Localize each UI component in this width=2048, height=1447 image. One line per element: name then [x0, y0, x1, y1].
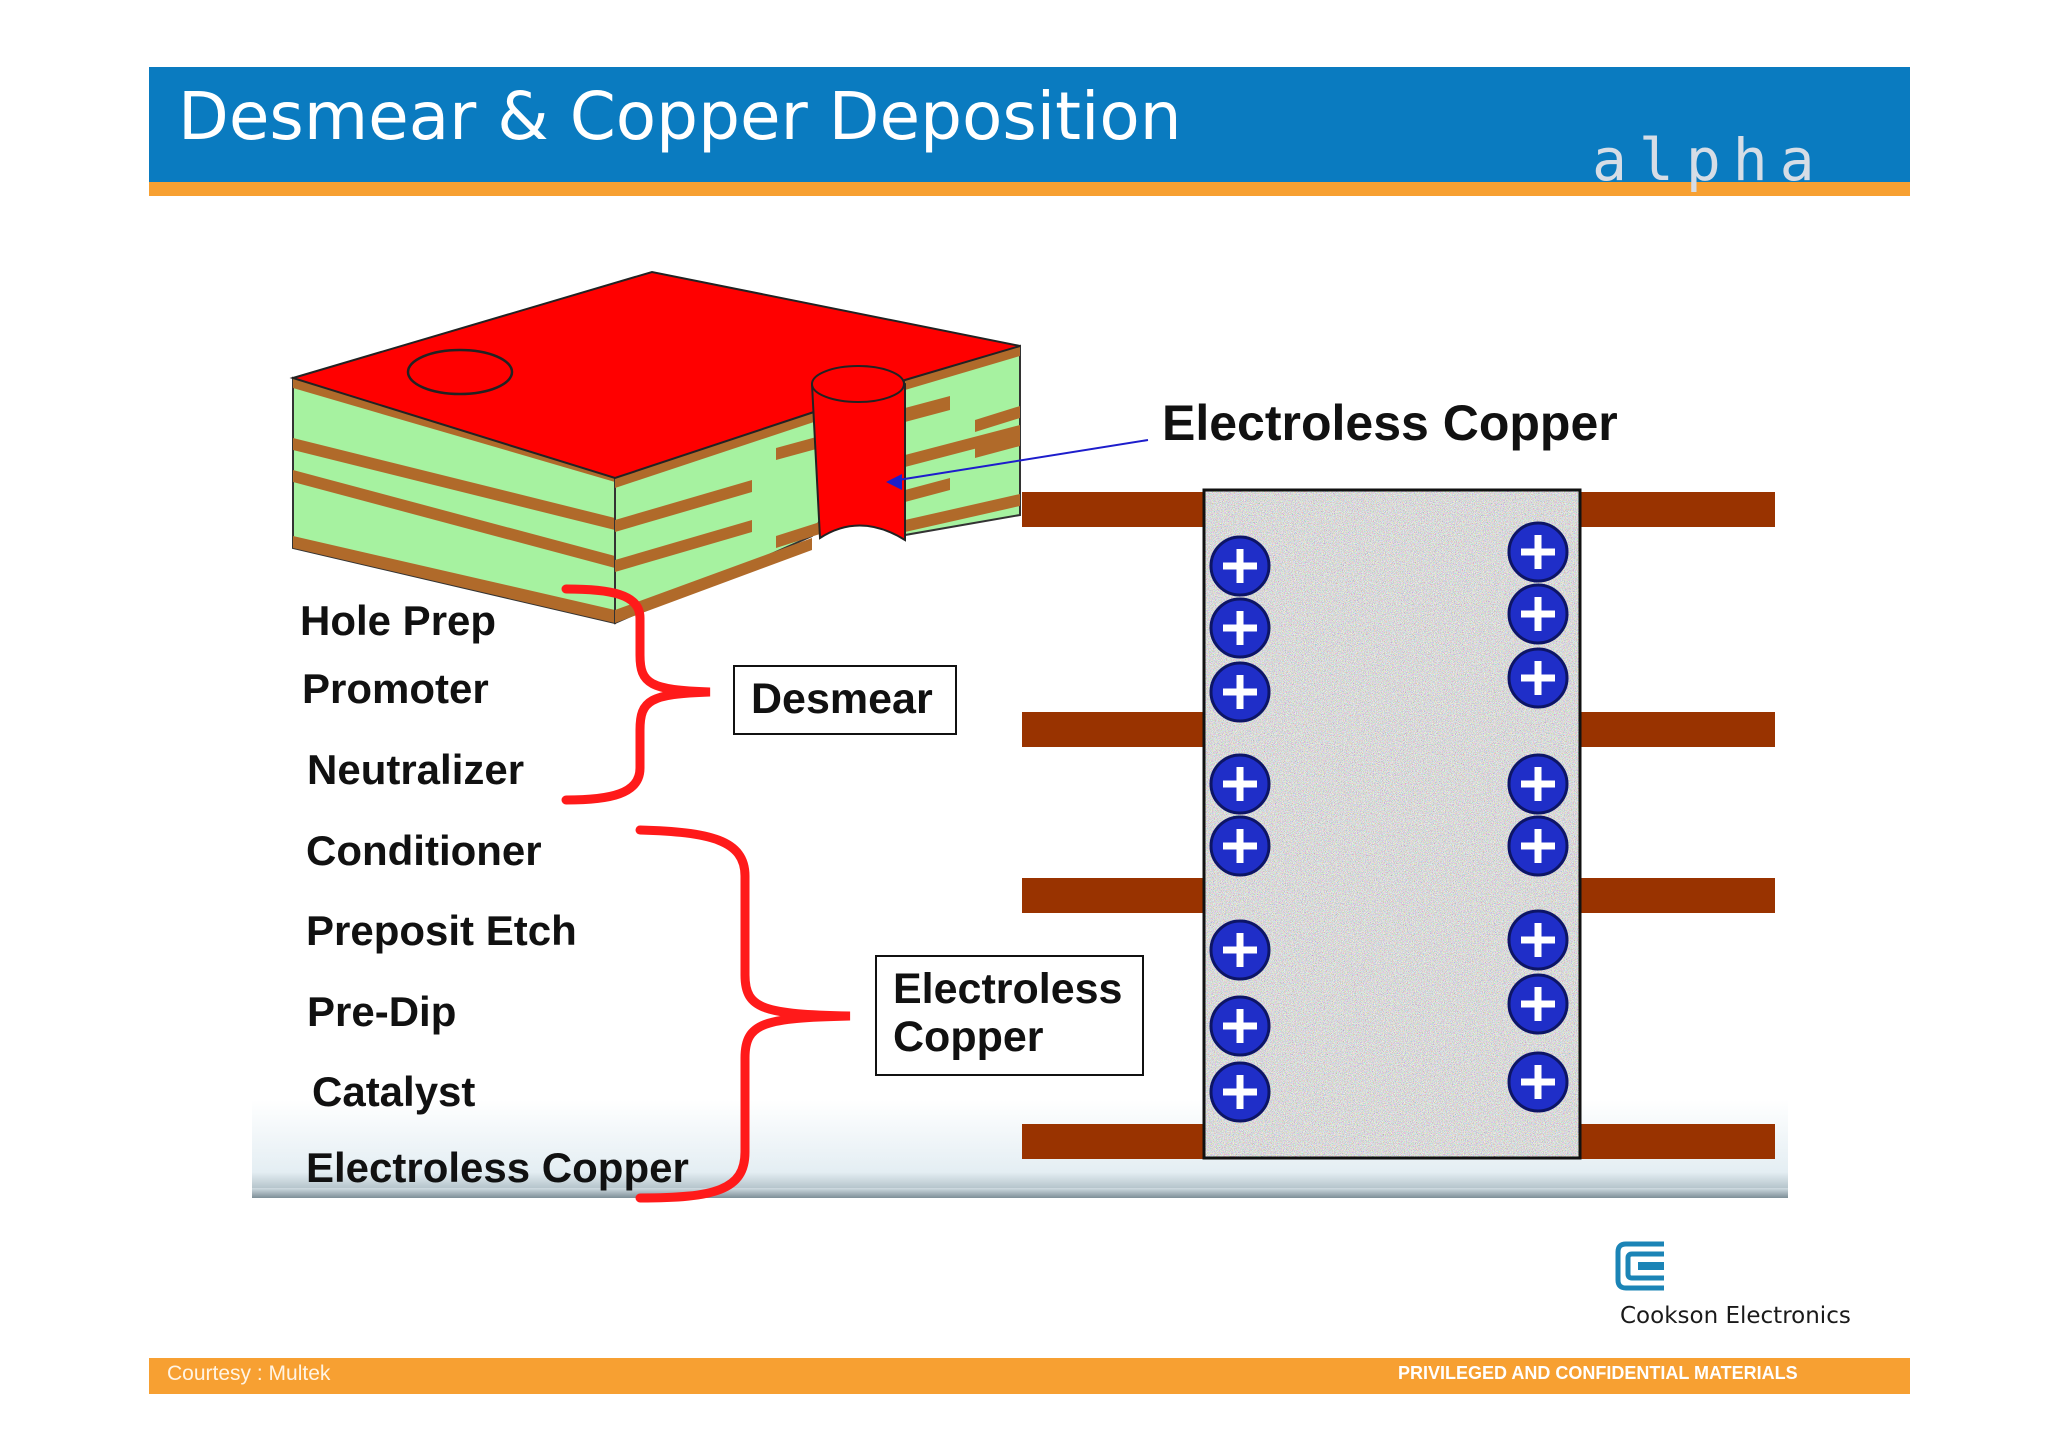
step-promoter: Promoter	[302, 665, 489, 712]
trace-left-2	[1022, 712, 1210, 747]
step-pre-dip: Pre-Dip	[307, 988, 457, 1035]
plus-charge-icon	[1209, 535, 1271, 597]
electroless-copper-box: Electroless Copper	[875, 955, 1144, 1076]
callout-arrowhead	[886, 474, 902, 490]
plus-charge-icon	[1209, 995, 1271, 1057]
trace-right-2	[1580, 712, 1775, 747]
step-catalyst: Catalyst	[312, 1068, 476, 1115]
step-conditioner: Conditioner	[306, 827, 542, 874]
trace-left-1	[1022, 492, 1210, 527]
hole-outline	[1202, 488, 1582, 1160]
page-title: Desmear & Copper Deposition	[178, 78, 1182, 155]
callout-arrow-line	[891, 439, 1149, 482]
charge-markers	[1209, 521, 1569, 1123]
trace-left-4	[1022, 1124, 1210, 1159]
plus-charge-icon	[1507, 753, 1569, 815]
plus-charge-icon	[1507, 647, 1569, 709]
callout-electroless-copper: Electroless Copper	[1162, 395, 1618, 451]
step-neutralizer: Neutralizer	[307, 746, 525, 793]
electroless-bracket	[635, 825, 851, 1203]
header-bar	[149, 67, 1910, 182]
trace-right-1	[1580, 492, 1775, 527]
confidential-text: PRIVILEGED AND CONFIDENTIAL MATERIALS	[1398, 1363, 1798, 1383]
plus-charge-icon	[1507, 1051, 1569, 1113]
step-preposit-etch: Preposit Etch	[306, 907, 577, 954]
plus-charge-icon	[1209, 815, 1271, 877]
cookson-electronics-logo: Cookson Electronics	[1620, 1303, 1851, 1329]
plus-charge-icon	[1209, 1061, 1271, 1123]
plus-charge-icon	[1507, 815, 1569, 877]
plus-charge-icon	[1507, 583, 1569, 645]
desmear-box: Desmear	[733, 665, 957, 735]
floor-band	[252, 1188, 1788, 1198]
cookson-logo-icon	[1615, 1241, 1664, 1291]
plus-charge-icon	[1507, 973, 1569, 1035]
step-electroless-copper: Electroless Copper	[306, 1144, 689, 1191]
trace-left-3	[1022, 878, 1210, 913]
trace-right-3	[1580, 878, 1775, 913]
plus-charge-icon	[1209, 597, 1271, 659]
trace-right-4	[1580, 1124, 1775, 1159]
alpha-logo: alpha	[1592, 126, 1827, 194]
footer-bar	[149, 1358, 1910, 1394]
desmear-bracket	[561, 584, 711, 805]
plus-charge-icon	[1209, 661, 1271, 723]
plus-charge-icon	[1209, 753, 1271, 815]
plus-charge-icon	[1507, 909, 1569, 971]
step-hole-prep: Hole Prep	[300, 597, 497, 644]
courtesy-text: Courtesy : Multek	[167, 1362, 331, 1385]
plus-charge-icon	[1209, 919, 1271, 981]
header-stripe	[149, 182, 1910, 196]
pcb-3d-block	[289, 270, 1021, 625]
plus-charge-icon	[1507, 521, 1569, 583]
